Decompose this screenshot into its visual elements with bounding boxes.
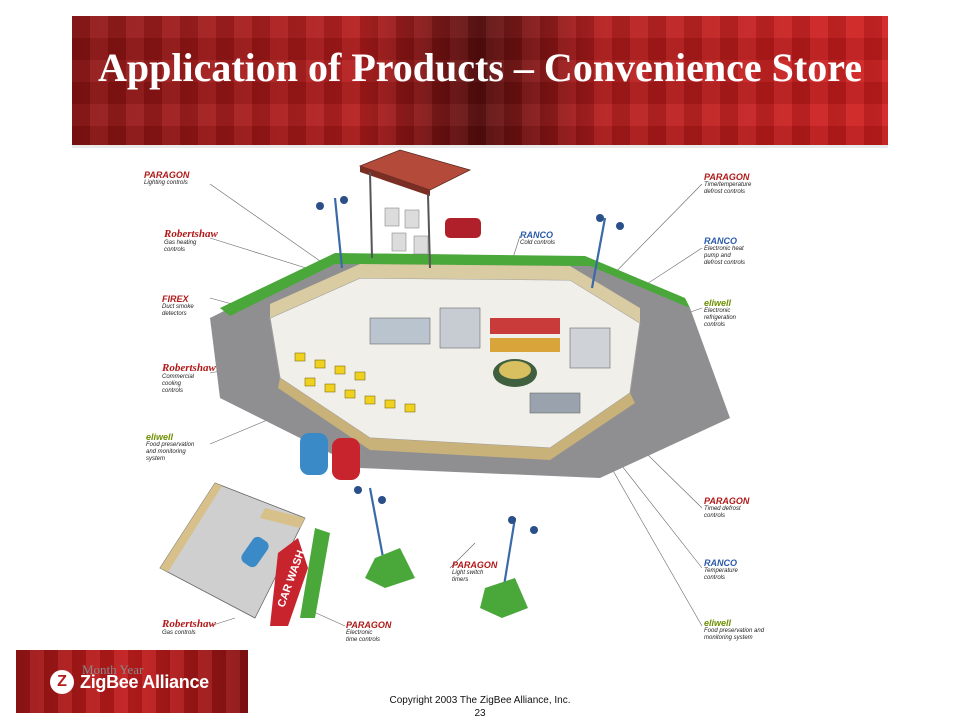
callout-paragon-electronic-time: PARAGON Electronic time controls (346, 620, 392, 643)
callout-paragon-light-switch: PARAGON Light switch timers (452, 560, 498, 583)
month-year-placeholder: Month Year (82, 662, 144, 677)
page-number: 23 (474, 708, 486, 719)
callout-robertshaw-gas-controls: Robertshaw Gas controls (162, 618, 216, 636)
gas-canopy (358, 149, 472, 191)
callout-eliwell-refrigeration: eliwell Electronic refrigeration control… (704, 298, 737, 328)
callout-ranco-heat-pump: RANCO Electronic heat pump and defrost c… (704, 236, 746, 266)
callout-robertshaw-gas-heating: Robertshaw Gas heating controls (164, 228, 218, 253)
logo-text: ZigBee Alliance (80, 672, 209, 692)
callout-eliwell-food-preservation: eliwell Food preservation and monitoring… (146, 432, 195, 462)
copyright-footer: Copyright 2003 The ZigBee Alliance, Inc.… (340, 694, 620, 720)
callout-paragon-lighting: PARAGON Lighting controls (144, 170, 190, 186)
callout-ranco-cold-controls: RANCO Cold controls (520, 230, 556, 246)
convenience-store-illustration: CAR WASH AIR (159, 149, 730, 627)
callout-paragon-timed-defrost: PARAGON Timed defrost controls (704, 496, 750, 519)
slide-title: Application of Products – Convenience St… (97, 45, 863, 90)
callout-firex-duct-smoke: FIREX Duct smoke detectors (162, 294, 194, 317)
title-banner: Application of Products – Convenience St… (72, 16, 888, 148)
copyright-text: Copyright 2003 The ZigBee Alliance, Inc. (389, 695, 571, 706)
callout-eliwell-monitoring: eliwell Food preservation and monitoring… (704, 618, 765, 641)
callout-ranco-temperature: RANCO Temperature controls (704, 558, 738, 581)
zigbee-z-icon: Z (50, 670, 74, 694)
callout-robertshaw-commercial-cooling: Robertshaw Commercial cooling controls (162, 362, 216, 394)
callout-paragon-defrost: PARAGON Time/temperature defrost control… (704, 172, 752, 195)
zigbee-alliance-logo: Z ZigBee Alliance (16, 650, 248, 713)
